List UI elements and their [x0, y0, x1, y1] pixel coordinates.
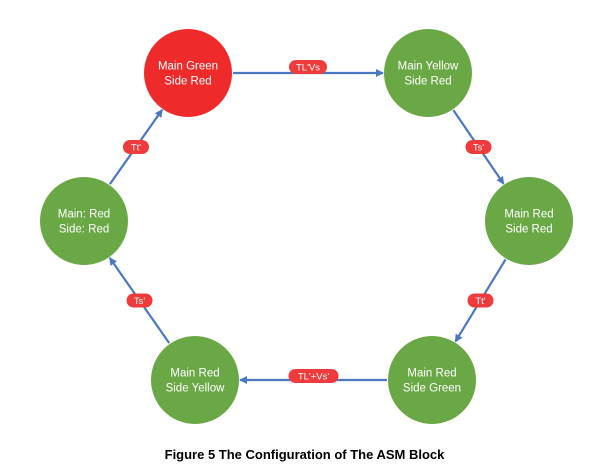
transition-label-text: TL'Vs [296, 63, 320, 74]
transition-label-text: Tt' [131, 143, 141, 154]
state-label-line: Side Red [404, 76, 451, 88]
state-label-line: Main: Red [58, 209, 110, 221]
transition-label-text: Ts' [134, 296, 146, 307]
label-badge [289, 60, 327, 74]
state-circle [144, 29, 232, 117]
transition-label-mr-sg-to-mr-sy: TL'+Vs' [288, 369, 339, 383]
state-circle [384, 29, 472, 117]
transition-label-mr-sr-right-to-mr-sg: Tt' [467, 293, 494, 308]
transition-label-text: TL'+Vs' [298, 372, 330, 383]
label-badge [465, 140, 492, 154]
figure-caption: Figure 5 The Configuration of The ASM Bl… [164, 447, 445, 462]
label-badge [126, 293, 153, 308]
state-label-line: Main Yellow [398, 61, 459, 73]
state-label-line: Main Red [407, 368, 456, 380]
state-label-line: Side Green [403, 383, 461, 395]
state-label-line: Side Yellow [166, 383, 226, 395]
state-label-line: Side: Red [59, 224, 110, 236]
transition-label-mr-sr-left-to-mg-sr: Tt' [123, 140, 149, 154]
state-label-line: Main Red [504, 209, 553, 221]
label-badge [467, 293, 494, 308]
transition-label-text: Ts' [473, 143, 485, 154]
state-circle [388, 336, 476, 424]
transition-label-my-sr-to-mr-sr-right: Ts' [465, 140, 492, 154]
state-circle [40, 177, 128, 265]
label-badge [123, 140, 149, 154]
state-label-line: Main Green [158, 61, 218, 73]
transition-label-mr-sy-to-mr-sr-left: Ts' [126, 293, 153, 308]
state-label-line: Main Red [170, 368, 219, 380]
state-circle [151, 336, 239, 424]
label-badge [288, 369, 339, 383]
state-label-line: Side Red [505, 224, 552, 236]
state-circle [485, 177, 573, 265]
transition-label-mg-sr-to-my-sr: TL'Vs [289, 60, 327, 74]
transition-label-text: Tt' [475, 296, 485, 307]
state-label-line: Side Red [164, 76, 211, 88]
